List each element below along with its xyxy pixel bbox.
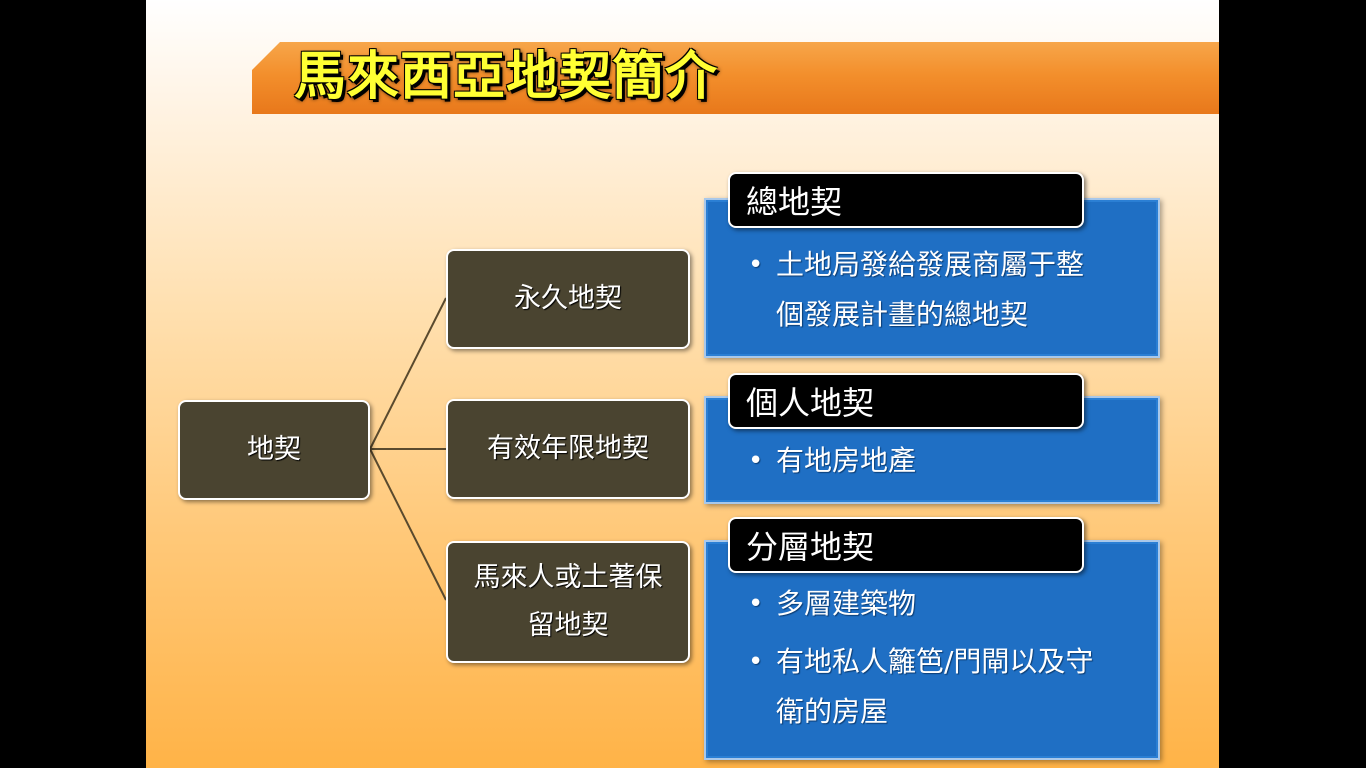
slide: 馬來西亞地契簡介 地契 永久地契 有效年限地契 馬來人或土著保 留地契 土地局發… xyxy=(146,0,1219,768)
category-tag-label: 分層地契 xyxy=(746,528,875,566)
branch-label-line: 有效年限地契 xyxy=(487,433,649,464)
bullet-list: 多層建築物 有地私人籬笆/門閘以及守 衛的房屋 xyxy=(746,579,1138,737)
root-node: 地契 xyxy=(178,400,370,500)
bullet-line: 多層建築物 xyxy=(776,587,917,620)
bullet-item: 多層建築物 xyxy=(746,579,1138,629)
bullet-line: 衛的房屋 xyxy=(776,695,889,728)
bullet-line: 土地局發給發展商屬于整 xyxy=(776,248,1085,281)
bullet-line: 個發展計畫的總地契 xyxy=(776,298,1029,331)
bullet-item: 土地局發給發展商屬于整 個發展計畫的總地契 xyxy=(746,240,1138,340)
bullet-list: 有地房地產 xyxy=(746,436,1138,486)
bullet-line: 有地房地產 xyxy=(776,444,917,477)
category-tag-strata-title: 分層地契 xyxy=(728,517,1084,573)
branch-node-malay-reserve: 馬來人或土著保 留地契 xyxy=(446,541,690,663)
branch-label-line: 馬來人或土著保 xyxy=(473,562,663,593)
title-bar xyxy=(252,42,1219,114)
bullet-line: 有地私人籬笆/門閘以及守 xyxy=(776,645,1094,678)
category-tag-label: 總地契 xyxy=(746,183,843,221)
connector-line-1 xyxy=(369,297,447,450)
connector-lines xyxy=(369,297,447,601)
branch-label-line: 永久地契 xyxy=(514,283,622,314)
bullet-item: 有地房地產 xyxy=(746,436,1138,486)
bullet-item: 有地私人籬笆/門閘以及守 衛的房屋 xyxy=(746,637,1138,737)
branch-node-freehold: 永久地契 xyxy=(446,249,690,349)
branch-node-leasehold: 有效年限地契 xyxy=(446,399,690,499)
slide-title: 馬來西亞地契簡介 xyxy=(294,47,719,107)
connector-line-3 xyxy=(369,448,447,601)
category-tag-master-title: 總地契 xyxy=(728,172,1084,228)
category-tag-individual-title: 個人地契 xyxy=(728,373,1084,429)
category-box-strata-title: 多層建築物 有地私人籬笆/門閘以及守 衛的房屋 xyxy=(704,540,1160,760)
branch-label-line: 留地契 xyxy=(527,610,609,641)
category-tag-label: 個人地契 xyxy=(746,384,875,422)
bullet-list: 土地局發給發展商屬于整 個發展計畫的總地契 xyxy=(746,240,1138,340)
root-node-label: 地契 xyxy=(247,434,301,465)
